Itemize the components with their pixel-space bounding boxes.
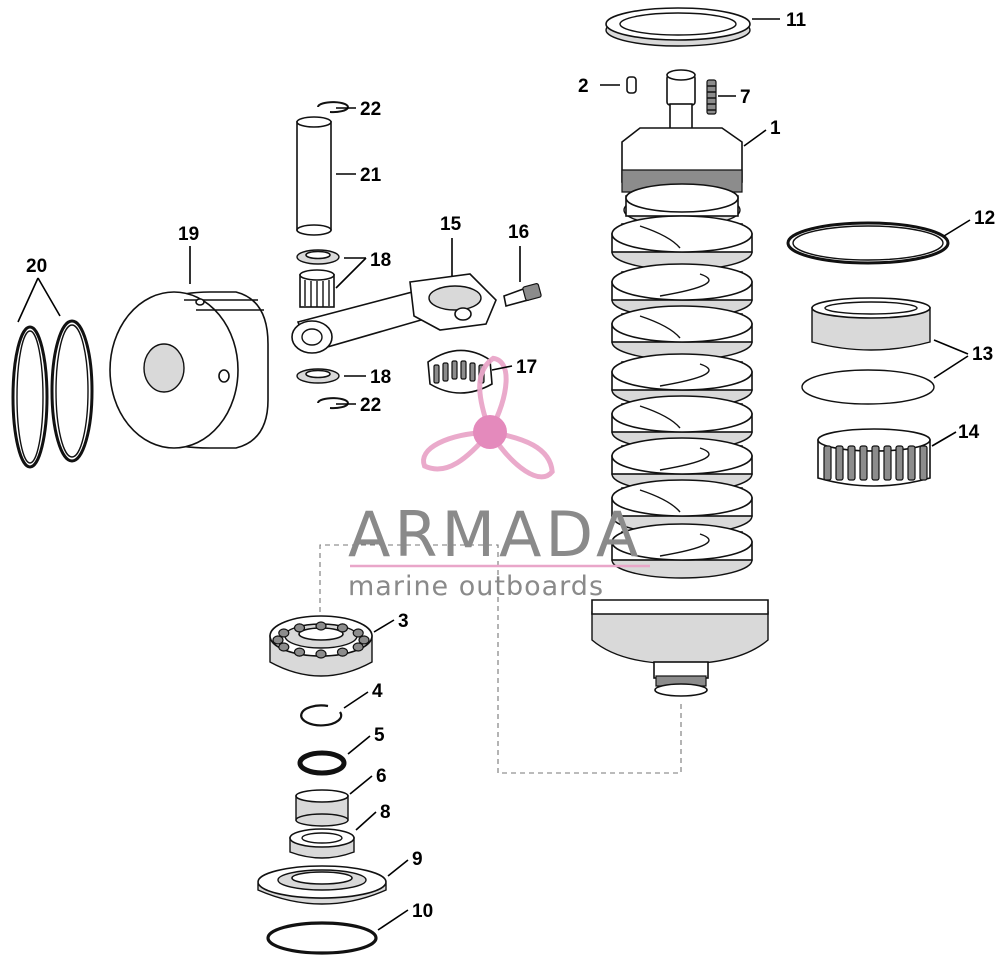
part-11-seal	[605, 7, 751, 47]
part-15-connecting-rod	[291, 273, 497, 354]
callout-18-top: 18	[370, 250, 391, 271]
callout-15: 15	[440, 214, 462, 235]
part-3-ball-bearing	[269, 615, 373, 677]
callout-18-bottom: 18	[370, 367, 391, 388]
callout-22-top: 22	[360, 99, 381, 120]
callout-9: 9	[412, 849, 423, 870]
callout-12: 12	[974, 208, 995, 229]
part-20-piston-rings	[11, 319, 94, 469]
callout-19: 19	[178, 224, 199, 245]
part-12-ring	[786, 221, 950, 265]
part-16-rod-bolt	[503, 283, 542, 307]
part-21-wrist-pin	[296, 116, 332, 236]
callout-14: 14	[958, 422, 980, 443]
callout-3: 3	[398, 611, 409, 632]
callout-8: 8	[380, 802, 391, 823]
part-22-retainer-top	[317, 101, 349, 114]
part-6-sleeve	[295, 789, 349, 827]
watermark-tagline: marine outboards	[348, 571, 604, 602]
part-18-washer-top	[296, 249, 340, 265]
part-7-stud	[706, 79, 717, 115]
part-13-bearing-race	[801, 297, 935, 405]
assembly-dashed-line	[319, 544, 682, 774]
callout-16: 16	[508, 222, 529, 243]
part-4-snap-ring	[300, 704, 343, 727]
callout-20: 20	[26, 256, 47, 277]
part-1-crankshaft	[591, 69, 769, 697]
part-9-retainer-plate	[257, 865, 387, 905]
part-5-oring	[297, 750, 347, 776]
part-19-piston	[109, 291, 269, 449]
callout-13: 13	[972, 344, 993, 365]
part-14-roller-bearing	[817, 428, 931, 487]
part-22-retainer-bottom	[317, 397, 349, 410]
watermark-brand: ARMADA	[348, 498, 642, 571]
part-18-washer-bottom	[296, 368, 340, 384]
callout-5: 5	[374, 725, 385, 746]
watermark-logo	[421, 355, 555, 480]
leader-lines	[17, 18, 971, 931]
part-10-oring-large	[266, 921, 378, 955]
callout-2: 2	[578, 76, 589, 97]
callout-21: 21	[360, 165, 382, 186]
callout-17: 17	[516, 357, 537, 378]
callout-10: 10	[412, 901, 433, 922]
callout-6: 6	[376, 766, 387, 787]
callout-1: 1	[770, 118, 781, 139]
callout-7: 7	[740, 87, 751, 108]
callout-4: 4	[372, 681, 383, 702]
callout-11: 11	[786, 10, 807, 31]
part-2-dowel-pin	[626, 76, 637, 94]
part-18-needle-bearing	[299, 269, 335, 308]
part-8-seal	[289, 828, 355, 859]
callout-22-bottom: 22	[360, 395, 381, 416]
